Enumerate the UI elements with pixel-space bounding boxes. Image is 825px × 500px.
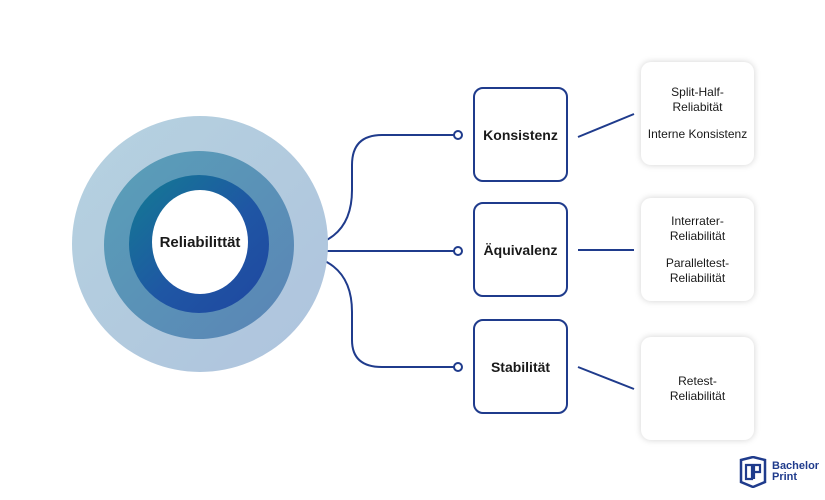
bachelorprint-logo-icon bbox=[739, 456, 767, 488]
connector-dot-stabilitaet bbox=[453, 362, 463, 372]
detail-entry: Interrater- Reliabilität bbox=[669, 213, 726, 243]
detail-entry: Interne Konsistenz bbox=[647, 127, 748, 141]
category-konsistenz: Konsistenz bbox=[473, 87, 568, 182]
center-label: Reliabilittät bbox=[152, 190, 248, 294]
detail-entry: Retest- Reliabilität bbox=[669, 373, 726, 403]
logo-line1: Bachelor bbox=[772, 460, 820, 472]
detail-connector-stabilitaet bbox=[577, 366, 635, 390]
logo-line2: Print bbox=[772, 471, 798, 483]
detail-box-aequivalenz: Interrater- Reliabilität Paralleltest- R… bbox=[641, 198, 754, 301]
detail-entry: Paralleltest- Reliabilität bbox=[665, 255, 730, 285]
category-aequivalenz: Äquivalenz bbox=[473, 202, 568, 297]
category-stabilitaet: Stabilität bbox=[473, 319, 568, 414]
detail-box-stabilitaet: Retest- Reliabilität bbox=[641, 337, 754, 440]
connector-dot-aequivalenz bbox=[453, 246, 463, 256]
detail-connector-konsistenz bbox=[577, 113, 635, 138]
detail-entry: Split-Half- Reliabität bbox=[671, 85, 724, 114]
logo-wordmark: Bachelor Print bbox=[772, 461, 819, 483]
detail-box-konsistenz: Split-Half- Reliabität Interne Konsisten… bbox=[641, 62, 754, 165]
bachelorprint-logo: Bachelor Print bbox=[738, 456, 819, 488]
connector-dot-konsistenz bbox=[453, 130, 463, 140]
